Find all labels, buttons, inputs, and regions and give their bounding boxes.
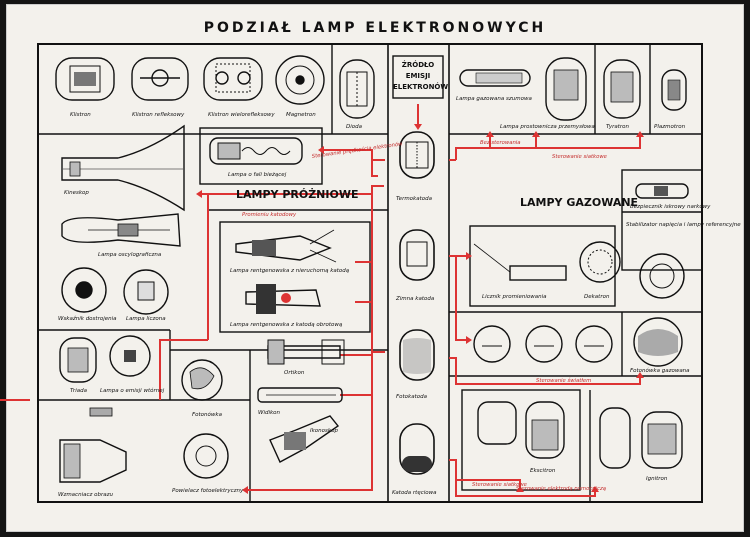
icon-klistron-refleksowy bbox=[131, 57, 189, 101]
icon-lampa-fali-biezacej bbox=[209, 137, 303, 165]
icon-licznik-promieniowania bbox=[473, 243, 567, 281]
label-wzmacniacz-obrazu: Wzmacniacz obrazu bbox=[58, 492, 113, 498]
label-sterowanie-elektroda: Sterowanie elektrodą pomocniczą bbox=[516, 486, 606, 492]
vacuum-labels: Klistron Klistron refleksowy Klistron wi… bbox=[58, 112, 363, 498]
poster-title: PODZIAŁ LAMP ELEKTRONOWYCH bbox=[203, 20, 547, 36]
icon-bezpiecznik-iskrowy bbox=[635, 183, 689, 199]
label-magnetron: Magnetron bbox=[286, 112, 316, 118]
label-bez-sterowania: Bez sterowania bbox=[480, 140, 521, 146]
icon-ortikon bbox=[267, 339, 345, 365]
icon-plazmotron bbox=[661, 69, 687, 111]
connector-lines bbox=[0, 104, 641, 497]
source-box-label: ŹRÓDŁO EMISJI ELEKTRONÓW bbox=[393, 61, 449, 91]
label-plazmotron: Plazmotron bbox=[654, 124, 686, 130]
tube-zimna-katoda bbox=[399, 229, 435, 281]
label-klistron-wielorefleksowy: Klistron wielorefleksowy bbox=[208, 112, 275, 118]
icon-wskaznik-dostrojenia bbox=[61, 267, 107, 313]
label-widikon: Widikon bbox=[258, 410, 281, 416]
label-bezpiecznik: Bezpiecznik iskrowy narkowy bbox=[630, 204, 711, 210]
icon-fotopowka bbox=[181, 359, 223, 401]
heading-lampy-gazowane: LAMPY GAZOWANE bbox=[520, 196, 638, 209]
label-fotokatoda: Fotokatoda bbox=[396, 394, 428, 400]
label-licznik: Licznik promieniowania bbox=[482, 294, 547, 300]
icon-klistron bbox=[55, 57, 115, 101]
icon-powielacz-fotoelektryczny bbox=[183, 433, 229, 479]
label-dekatron: Dekatron bbox=[584, 294, 610, 300]
label-ortikon: Ortikon bbox=[284, 370, 305, 376]
icon-wzmacniacz-obrazu bbox=[59, 407, 127, 483]
tube-fotokatoda bbox=[399, 329, 435, 381]
icon-dekatron bbox=[579, 241, 621, 283]
icon-widikon bbox=[257, 387, 343, 403]
tube-termokatoda bbox=[399, 131, 435, 179]
icon-lampa-emisji-wtornej bbox=[109, 335, 151, 377]
label-ikonoskop: Ikonoskop bbox=[310, 428, 338, 434]
heading-lampy-prozniowe: LAMPY PRÓŻNIOWE bbox=[236, 187, 358, 201]
label-klistron-refleksowy: Klistron refleksowy bbox=[132, 112, 185, 118]
icon-dioda bbox=[339, 59, 375, 119]
label-lampa-fali-biezacej: Lampa o fali bieżącej bbox=[228, 172, 287, 178]
label-stabilizator: Stabilizator napięcia i lampy referencyj… bbox=[626, 222, 741, 228]
label-katoda-rteciowa: Katoda rtęciowa bbox=[392, 490, 437, 496]
label-powielacz: Powielacz fotoelektryczny bbox=[172, 488, 244, 494]
label-ignitron: Ignitron bbox=[646, 476, 668, 482]
label-sterowanie-swiatlem: Sterowanie światłem bbox=[536, 377, 591, 384]
label-lampa-liczona: Lampa liczona bbox=[126, 316, 166, 322]
emission-labels: Termokatoda Zimna katoda Fotokatoda Kato… bbox=[392, 196, 437, 496]
icon-lampa-prostownicza bbox=[545, 57, 587, 121]
icon-lampa-rentgenowska-nieruchoma bbox=[235, 229, 337, 263]
label-wskaznik-dostrojenia: Wskaźnik dostrojenia bbox=[58, 315, 117, 322]
icon-lampa-liczona bbox=[123, 269, 169, 315]
icon-kineskop bbox=[61, 124, 185, 212]
icon-ekscitron bbox=[477, 401, 565, 459]
icon-ignitron bbox=[599, 407, 683, 469]
label-lampa-rentgen-obrotowa: Lampa rentgenowska z katodą obrotową bbox=[230, 322, 343, 328]
label-termokatoda: Termokatoda bbox=[396, 196, 433, 202]
icon-fotonowka-gazowana bbox=[633, 317, 683, 367]
label-triada: Triada bbox=[70, 388, 88, 394]
label-klistron: Klistron bbox=[70, 112, 91, 118]
icon-lampa-gazowana-szumowa bbox=[459, 69, 531, 87]
label-sterowanie-siatkowe: Sterowanie siatkowe bbox=[552, 154, 608, 160]
label-lampa-oscylograficzna: Lampa oscylograficzna bbox=[98, 252, 162, 258]
label-fotonowka-gazowana: Fotonówka gazowana bbox=[630, 367, 690, 374]
label-tyratron: Tyratron bbox=[606, 124, 630, 130]
icon-magnetron bbox=[275, 55, 325, 105]
label-dioda: Dioda bbox=[346, 124, 363, 130]
icon-ikonoskop bbox=[269, 415, 340, 463]
icon-klistron-wielorefleksowy bbox=[203, 57, 263, 101]
label-sterowanie-siatkowe-2: Sterowanie siatkowe bbox=[472, 482, 528, 488]
icon-gas-triodes bbox=[473, 325, 613, 363]
label-kineskop: Kineskop bbox=[64, 190, 89, 196]
label-zimna-katoda: Zimna katoda bbox=[395, 296, 435, 302]
source-box bbox=[392, 55, 444, 99]
label-ekscitron: Ekscitron bbox=[530, 468, 556, 474]
icon-stabilizator bbox=[639, 253, 685, 299]
label-lampa-rentgen-nieruchoma: Lampa rentgenowska z nieruchomą katodą bbox=[230, 268, 350, 274]
diagram-frame bbox=[37, 43, 703, 503]
icon-tyratron bbox=[603, 59, 641, 119]
label-lampa-gazowana-szumowa: Lampa gazowana szumowa bbox=[456, 96, 532, 102]
label-promieniu-katodowy: Promieniu katodowy bbox=[242, 212, 297, 218]
label-lampa-emisji-wtornej: Lampa o emisji wtórnej bbox=[100, 387, 165, 394]
label-fotopowka: Fotonówka bbox=[192, 411, 223, 418]
icon-lampa-oscylograficzna bbox=[61, 213, 181, 247]
icon-triada bbox=[59, 337, 97, 383]
gas-labels: Lampa gazowana szumowa Lampa prostownicz… bbox=[456, 96, 741, 482]
icon-lampa-rentgenowska-obrotowa bbox=[245, 284, 321, 314]
label-lampa-prostownicza: Lampa prostownicza przemysłowa bbox=[500, 124, 595, 130]
tube-katoda-rteciowa bbox=[399, 423, 435, 475]
